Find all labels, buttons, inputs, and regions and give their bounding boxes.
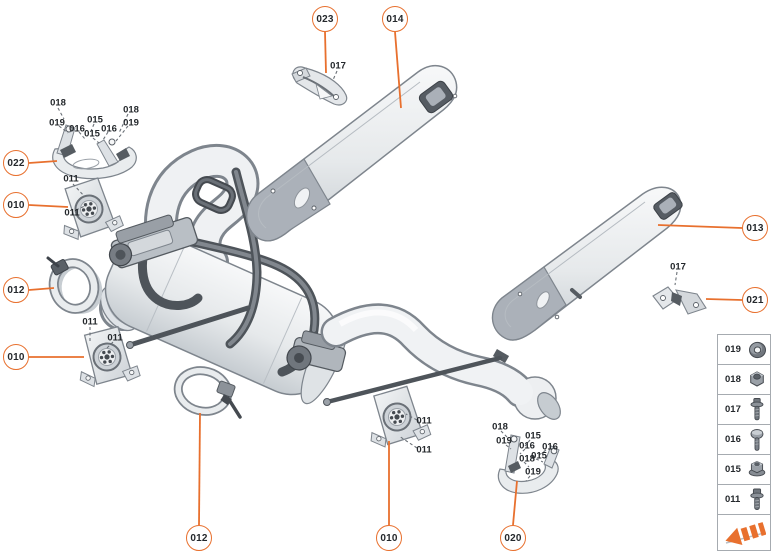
part-ref-019: 019 <box>123 117 139 129</box>
part-ref-011: 011 <box>416 415 432 427</box>
legend-row-label: 015 <box>725 464 741 475</box>
callout-label: 012 <box>190 532 208 544</box>
part-ref-019: 019 <box>525 466 541 478</box>
washer-icon <box>749 341 766 358</box>
legend-row-label: 016 <box>725 434 741 445</box>
callout-022[interactable]: 022 <box>3 150 29 176</box>
heat-shield-front-014 <box>246 64 458 242</box>
callout-012-left[interactable]: 012 <box>3 277 29 303</box>
part-ref-011: 011 <box>82 316 98 328</box>
part-ref-017: 017 <box>670 261 686 273</box>
callout-label: 021 <box>746 294 764 306</box>
callout-023[interactable]: 023 <box>312 6 338 32</box>
part-ref-019: 019 <box>49 117 65 129</box>
part-ref-018: 018 <box>519 453 535 465</box>
valve-actuator-left <box>108 214 199 269</box>
flange-bolt-icon <box>750 397 764 420</box>
legend-row-label: 017 <box>725 404 741 415</box>
callout-label: 014 <box>386 13 404 25</box>
tail-pipe <box>320 303 561 420</box>
part-ref-019: 019 <box>496 435 512 447</box>
part-ref-017: 017 <box>330 60 346 72</box>
legend-row-019[interactable]: 019 <box>717 334 771 365</box>
hex-bolt-icon <box>750 488 764 510</box>
bracket-021 <box>652 286 707 315</box>
part-ref-015: 015 <box>531 450 547 462</box>
callout-label: 010 <box>7 351 25 363</box>
callout-label: 012 <box>7 284 25 296</box>
part-ref-011: 011 <box>63 173 79 185</box>
band-clamp-012-bottom <box>173 366 242 419</box>
bracket-023 <box>291 66 348 106</box>
part-ref-016: 016 <box>101 123 117 135</box>
callout-014[interactable]: 014 <box>382 6 408 32</box>
legend-footer[interactable] <box>717 514 771 551</box>
callout-013[interactable]: 013 <box>742 215 768 241</box>
heat-shield-rear-013 <box>491 186 683 341</box>
callout-label: 010 <box>7 199 25 211</box>
legend-row-label: 018 <box>725 374 741 385</box>
legend-row-label: 019 <box>725 344 741 355</box>
legend-row-011[interactable]: 011 <box>717 484 771 515</box>
part-ref-011: 011 <box>64 207 80 219</box>
flange-nut-icon <box>748 460 766 476</box>
part-ref-018: 018 <box>492 421 508 433</box>
part-ref-011: 011 <box>416 444 432 456</box>
callout-010-upper[interactable]: 010 <box>3 192 29 218</box>
part-ref-016: 016 <box>69 123 85 135</box>
round-head-screw-icon <box>750 428 764 451</box>
ref-leader-lines <box>57 70 678 482</box>
part-ref-011: 011 <box>107 332 123 344</box>
clamp-ring-012-left <box>46 256 103 314</box>
part-ref-015: 015 <box>87 114 103 126</box>
callout-label: 022 <box>7 157 25 169</box>
part-ref-016: 016 <box>519 440 535 452</box>
part-ref-018: 018 <box>123 104 139 116</box>
legend-row-016[interactable]: 016 <box>717 424 771 455</box>
legend-row-018[interactable]: 018 <box>717 364 771 395</box>
callout-label: 010 <box>380 532 398 544</box>
fastener-legend: 019 018 017 016 <box>717 334 771 551</box>
callout-021[interactable]: 021 <box>742 287 768 313</box>
legend-row-017[interactable]: 017 <box>717 394 771 425</box>
legend-row-015[interactable]: 015 <box>717 454 771 485</box>
part-ref-018: 018 <box>50 97 66 109</box>
callout-020[interactable]: 020 <box>500 525 526 551</box>
legend-row-label: 011 <box>725 494 741 505</box>
part-ref-015: 015 <box>525 430 541 442</box>
callout-010-bottom[interactable]: 010 <box>376 525 402 551</box>
callout-label: 023 <box>316 13 334 25</box>
fast-forward-arrow-icon <box>725 521 766 545</box>
callout-012-bottom[interactable]: 012 <box>186 525 212 551</box>
callout-010-left[interactable]: 010 <box>3 344 29 370</box>
bracket-support-022 <box>52 124 137 180</box>
callout-label: 013 <box>746 222 764 234</box>
part-ref-016: 016 <box>542 441 558 453</box>
callout-leader-lines <box>28 31 743 526</box>
callout-label: 020 <box>504 532 522 544</box>
part-ref-015: 015 <box>84 128 100 140</box>
hex-nut-icon <box>750 370 764 387</box>
